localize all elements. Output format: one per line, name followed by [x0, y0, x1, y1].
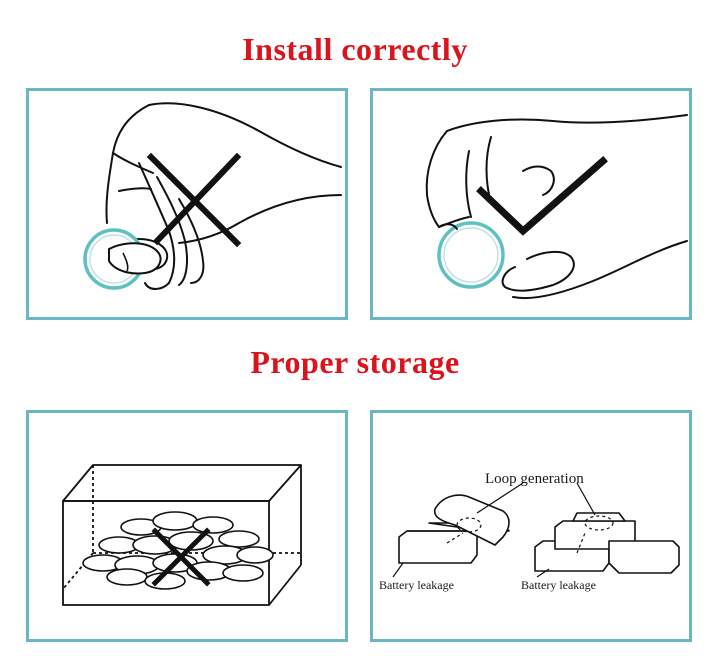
left-battery-tilted [433, 494, 510, 546]
index-finger [138, 162, 176, 290]
wrist-lower-line [178, 194, 342, 244]
cross-icon [151, 527, 211, 587]
title-install-correctly: Install correctly [242, 31, 468, 67]
box-top [62, 464, 302, 502]
title-proper-storage: Proper storage [250, 344, 460, 380]
left-battery-lower [398, 530, 478, 564]
battery-leakage-label-left: Battery leakage [379, 578, 454, 592]
right-battery-side [608, 540, 680, 574]
hand-back-line [148, 102, 342, 168]
hand-back-line [446, 114, 688, 132]
panel-correct-grip [370, 88, 692, 320]
hand-left-line [425, 130, 448, 228]
hand-left-line [105, 104, 150, 224]
box-of-loose-batteries-illustration [62, 464, 302, 606]
loop-pointer-left [476, 482, 524, 514]
wrist-lower-line [512, 240, 688, 300]
thumb [501, 251, 575, 292]
panel-loose-storage [26, 410, 348, 642]
leak-pointer-left [392, 562, 404, 578]
panel-wrong-grip [26, 88, 348, 320]
battery-contact-leakage-illustration [392, 482, 680, 578]
loop-pointer-right [576, 482, 596, 516]
checkmark-icon [476, 156, 608, 236]
hand-wrong-grip-illustration [83, 102, 342, 290]
battery-leakage-label-right: Battery leakage [521, 578, 596, 592]
loop-generation-label: Loop generation [485, 471, 584, 487]
cross-icon [146, 152, 242, 248]
leak-pointer-right [536, 568, 550, 578]
hand-correct-grip-illustration [425, 114, 688, 300]
panel-short-circuit: Loop generation Battery leakage Battery … [370, 410, 692, 642]
coin-battery-icon [437, 221, 505, 289]
